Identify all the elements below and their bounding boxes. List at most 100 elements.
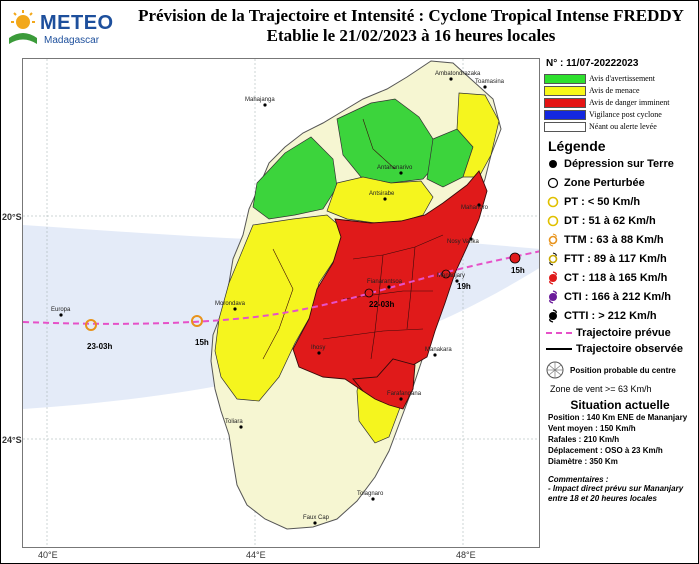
situation-movement: Déplacement : OSO à 23 Km/h	[548, 446, 663, 455]
purple-cyclone-icon	[549, 289, 557, 304]
legend-line-row: Trajectoire observée	[544, 341, 696, 357]
blue-swatch	[544, 109, 586, 120]
title-line-1: Prévision de la Trajectoire et Intensité…	[138, 6, 684, 25]
orange-cyclone-icon	[548, 233, 558, 246]
orange-cyclone-icon	[191, 315, 203, 327]
red-cyclone-icon	[441, 269, 451, 279]
yellow-circle-icon	[547, 215, 559, 226]
legend-position-row: Position probable du centre	[544, 359, 696, 381]
alert-label: Néant ou alerte levée	[589, 122, 657, 131]
symbol-label: CT : 118 à 165 Km/h	[564, 271, 668, 284]
legend-symbol-row: Zone Perturbée	[544, 173, 696, 192]
orange-cyclone-icon	[85, 319, 97, 331]
forecast-track-line	[23, 250, 539, 325]
track-time-label: 22-03h	[369, 300, 394, 309]
observed-track-label: Trajectoire observée	[576, 343, 684, 355]
forecast-track-label: Trajectoire prévue	[576, 327, 671, 339]
alert-row: Avis de danger imminent	[544, 97, 696, 108]
green-swatch	[544, 73, 586, 84]
legend-symbol-row: DT : 51 à 62 Km/h	[544, 211, 696, 230]
legend-line-row: Trajectoire prévue	[544, 325, 696, 341]
lon-label: 40°E	[38, 550, 58, 560]
place-label: Manakara	[425, 347, 452, 353]
track-time-label: 23-03h	[87, 342, 112, 351]
legend-symbol-row: FTT : 89 à 117 Km/h	[544, 249, 696, 268]
comment-line: - Impact direct prévu sur Mananjary	[548, 484, 684, 493]
situation-position: Position : 140 Km ENE de Mananjary	[548, 413, 688, 422]
logo-subtitle: Madagascar	[44, 35, 100, 46]
comment-line: entre 18 et 20 heures locales	[548, 494, 657, 503]
place-label: Mahajanga	[245, 97, 275, 103]
probable-position-label: Position probable du centre	[570, 365, 676, 375]
legend-panel: N° : 11/07-20222023 Avis d'avertissement…	[544, 58, 696, 504]
symbol-label: TTM : 63 à 88 Km/h	[564, 233, 664, 246]
place-label: Toliara	[225, 419, 243, 425]
alert-row: Vigilance post cyclone	[544, 109, 696, 120]
track-time-label: 15h	[195, 338, 209, 347]
logo-text: METEO	[40, 12, 114, 34]
place-label: Ihosy	[311, 345, 325, 351]
situation-diameter: Diamètre : 350 Km	[548, 457, 618, 466]
legend-symbol-row: Dépression sur Terre	[544, 154, 696, 173]
place-label: Fianarantsoa	[367, 279, 403, 285]
red-cyclone-icon	[549, 270, 557, 285]
alert-row: Néant ou alerte levée	[544, 121, 696, 132]
symbol-label: PT : < 50 Km/h	[564, 195, 641, 208]
place-label: Tolagnaro	[357, 491, 384, 497]
legend-title: Légende	[548, 138, 606, 154]
lon-label: 44°E	[246, 550, 266, 560]
yellow-cyclone-icon	[548, 252, 558, 265]
symbol-label: CTI : 166 à 212 Km/h	[564, 290, 671, 303]
symbol-label: Dépression sur Terre	[564, 157, 674, 170]
red-cyclone-icon	[364, 288, 374, 298]
legend-symbol-row: CT : 118 à 165 Km/h	[544, 268, 696, 287]
forecast-position-markers	[85, 252, 521, 331]
comments-title: Commentaires :	[548, 475, 609, 484]
symbol-label: Zone Perturbée	[564, 176, 645, 189]
alert-label: Avis de menace	[589, 86, 640, 95]
place-label: Morondava	[215, 301, 246, 307]
legend-symbol-row: CTI : 166 à 212 Km/h	[544, 287, 696, 306]
alert-label: Avis de danger imminent	[589, 98, 670, 107]
alert-label: Vigilance post cyclone	[589, 110, 662, 119]
yellow-threat-zone	[326, 176, 434, 224]
meteo-madagascar-logo: METEO Madagascar	[6, 8, 126, 52]
lon-label: 48°E	[456, 550, 476, 560]
red-swatch	[544, 97, 586, 108]
observed-line-swatch	[546, 348, 572, 350]
place-label: Farafangana	[387, 391, 422, 397]
place-label: Nosy Varika	[447, 239, 480, 245]
alert-row: Avis de menace	[544, 85, 696, 96]
forecast-map: Ambatondrazaka Mahajanga Toamasina Antan…	[22, 58, 540, 548]
red-danger-zone	[292, 170, 488, 392]
yellow-swatch	[544, 85, 586, 96]
red-cyclone-icon	[509, 252, 521, 264]
track-time-label: 19h	[457, 282, 471, 291]
black-cyclone-icon	[549, 308, 557, 323]
track-time-label: 15h	[511, 266, 525, 275]
place-label: Mahanoro	[461, 205, 489, 211]
place-label: Antsirabe	[369, 191, 395, 197]
situation-mean-wind: Vent moyen : 150 Km/h	[548, 424, 636, 433]
black-dot-icon	[549, 159, 557, 168]
place-label: Mananjary	[437, 273, 465, 279]
title-line-2: Etablie le 21/02/2023 à 16 heures locale…	[266, 26, 556, 45]
alert-label: Avis d'avertissement	[589, 74, 655, 83]
legend-symbol-row: TTM : 63 à 88 Km/h	[544, 230, 696, 249]
legend-symbol-row: PT : < 50 Km/h	[544, 192, 696, 211]
hatched-circle-icon	[546, 361, 564, 379]
district-boundaries	[262, 118, 444, 360]
green-warning-zone	[252, 136, 338, 220]
map-canvas: Ambatondrazaka Mahajanga Toamasina Antan…	[23, 59, 539, 547]
place-label: Ambatondrazaka	[435, 71, 481, 77]
symbol-label: FTT : 89 à 117 Km/h	[564, 252, 667, 265]
place-label: Europa	[51, 307, 71, 313]
page-title: Prévision de la Trajectoire et Intensité…	[126, 6, 696, 46]
lat-label: 24°S	[2, 435, 22, 445]
sun-logo-icon	[9, 10, 37, 44]
yellow-threat-zone	[214, 214, 344, 402]
alert-row: Avis d'avertissement	[544, 73, 696, 84]
symbol-label: CTTI : > 212 Km/h	[564, 309, 657, 322]
white-swatch	[544, 121, 586, 132]
open-circle-icon	[547, 177, 559, 188]
